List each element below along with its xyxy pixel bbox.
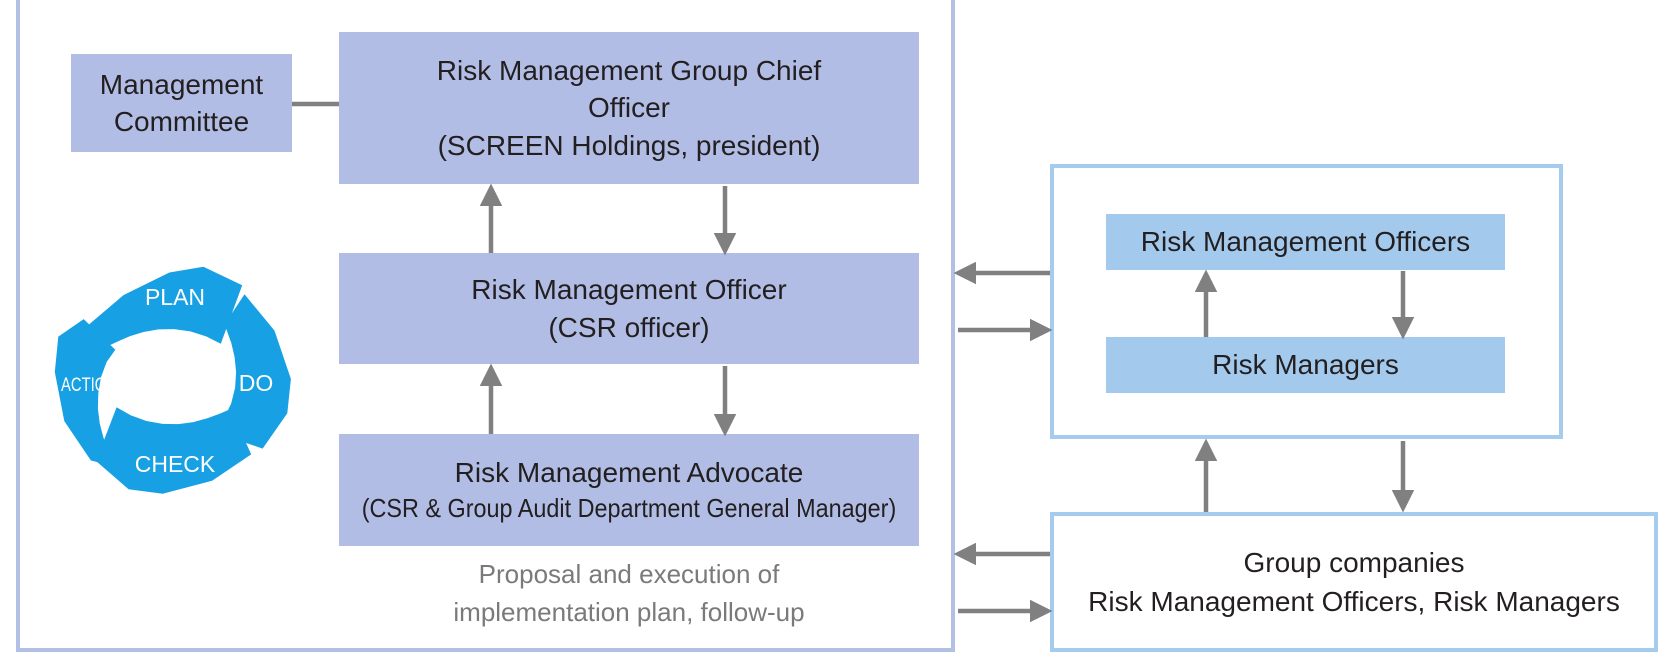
risk-officer-line-2: (CSR officer) (548, 311, 710, 343)
proposal-note: Proposal and execution of implementation… (339, 556, 919, 631)
pdca-action-label: ACTION (61, 374, 117, 395)
risk-managers-label: Risk Managers (1212, 349, 1399, 381)
management-committee-box: Management Committee (71, 54, 292, 152)
chief-officer-line-2: Officer (588, 92, 670, 124)
chief-officer-line-1: Risk Management Group Chief (436, 55, 822, 87)
pdca-plan-label: PLAN (145, 284, 205, 310)
proposal-note-line-1: Proposal and execution of (478, 559, 780, 589)
chief-officer-box: Risk Management Group Chief Officer (SCR… (339, 32, 919, 184)
risk-officer-line-1: Risk Management Officer (471, 274, 787, 306)
risk-managers-box: Risk Managers (1106, 337, 1505, 393)
advocate-box: Risk Management Advocate (CSR & Group Au… (339, 434, 919, 546)
rm-officers-label: Risk Management Officers (1140, 226, 1471, 258)
pdca-check-label: CHECK (135, 451, 216, 477)
group-companies-line-1: Group companies (1243, 546, 1465, 578)
pdca-segment-check (96, 407, 252, 494)
management-committee-line-1: Management (99, 68, 264, 100)
chief-officer-line-3: (SCREEN Holdings, president) (437, 129, 821, 161)
proposal-note-line-2: implementation plan, follow-up (453, 596, 805, 627)
pdca-segment-do (214, 294, 291, 449)
pdca-segment-plan (87, 266, 243, 347)
risk-officer-box: Risk Management Officer (CSR officer) (339, 253, 919, 364)
advocate-line-2: (CSR & Group Audit Department General Ma… (361, 493, 897, 524)
pdca-do-label: DO (239, 370, 274, 396)
subsidiary-frame (1050, 164, 1563, 439)
pdca-segment-action (54, 319, 116, 465)
group-companies-line-2: Risk Management Officers, Risk Managers (1088, 586, 1620, 617)
advocate-line-1: Risk Management Advocate (454, 457, 804, 489)
management-committee-line-2: Committee (113, 106, 250, 137)
group-companies-box: Group companies Risk Management Officers… (1054, 516, 1654, 648)
rm-officers-box: Risk Management Officers (1106, 214, 1505, 270)
